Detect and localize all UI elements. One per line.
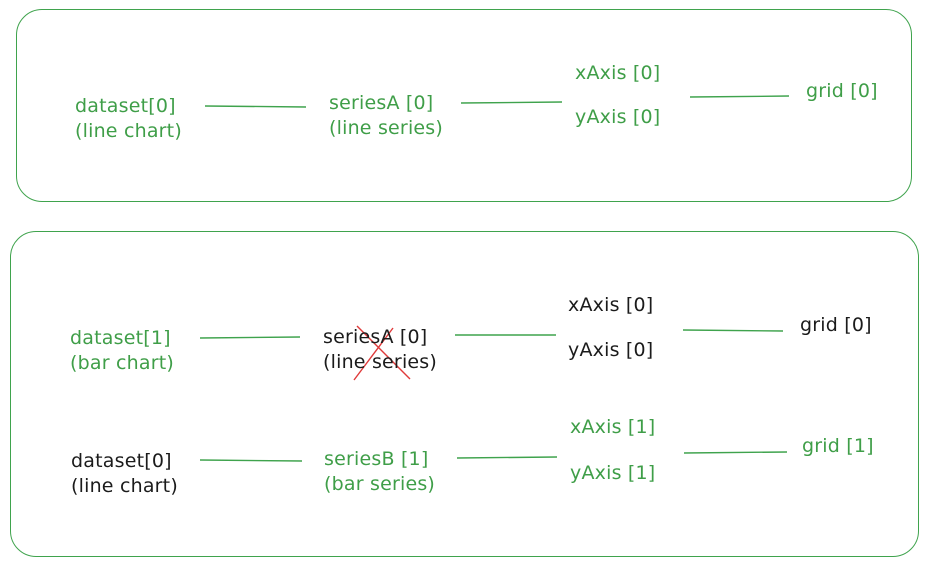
grid-node: grid [0] xyxy=(800,314,872,336)
xaxis-node: xAxis [1] xyxy=(570,416,656,438)
connector-dataset-series xyxy=(199,336,301,339)
series-type: (bar series) xyxy=(324,473,436,495)
series-type: (line series) xyxy=(323,351,438,373)
dataset-name: dataset[0] xyxy=(75,95,176,117)
series-name: seriesA [0] xyxy=(329,92,434,114)
dataset-node: dataset[0] (line chart) xyxy=(71,449,178,499)
yaxis-node: yAxis [0] xyxy=(568,339,654,361)
strike-out-mark xyxy=(353,325,411,381)
series-node: seriesA [0] (line series) xyxy=(329,91,443,141)
yaxis-node: yAxis [0] xyxy=(575,106,661,128)
dataset-type: (bar chart) xyxy=(70,352,174,374)
config-group-frame-2 xyxy=(10,231,919,557)
series-type: (line series) xyxy=(329,117,444,139)
dataset-node: dataset[0] (line chart) xyxy=(75,94,182,144)
connector-series-axes xyxy=(460,101,563,104)
grid-node: grid [1] xyxy=(802,435,874,457)
dataset-name: dataset[1] xyxy=(70,327,171,349)
series-node: seriesB [1] (bar series) xyxy=(324,447,435,497)
connector-axes-grid xyxy=(689,95,790,98)
dataset-type: (line chart) xyxy=(75,120,182,142)
dataset-type: (line chart) xyxy=(71,475,178,497)
grid-node: grid [0] xyxy=(806,80,878,102)
connector-series-axes xyxy=(456,456,558,459)
dataset-name: dataset[0] xyxy=(71,450,172,472)
series-name: seriesA [0] xyxy=(323,326,428,348)
yaxis-node: yAxis [1] xyxy=(570,462,656,484)
series-node-struck: seriesA [0] (line series) xyxy=(323,325,437,375)
xaxis-node: xAxis [0] xyxy=(568,294,654,316)
xaxis-node: xAxis [0] xyxy=(575,62,661,84)
series-name: seriesB [1] xyxy=(324,448,429,470)
connector-axes-grid xyxy=(683,451,788,454)
connector-dataset-series xyxy=(204,105,307,108)
connector-dataset-series xyxy=(199,459,303,462)
connector-axes-grid xyxy=(682,329,784,332)
config-group-frame-1 xyxy=(16,9,912,202)
dataset-node: dataset[1] (bar chart) xyxy=(70,326,174,376)
